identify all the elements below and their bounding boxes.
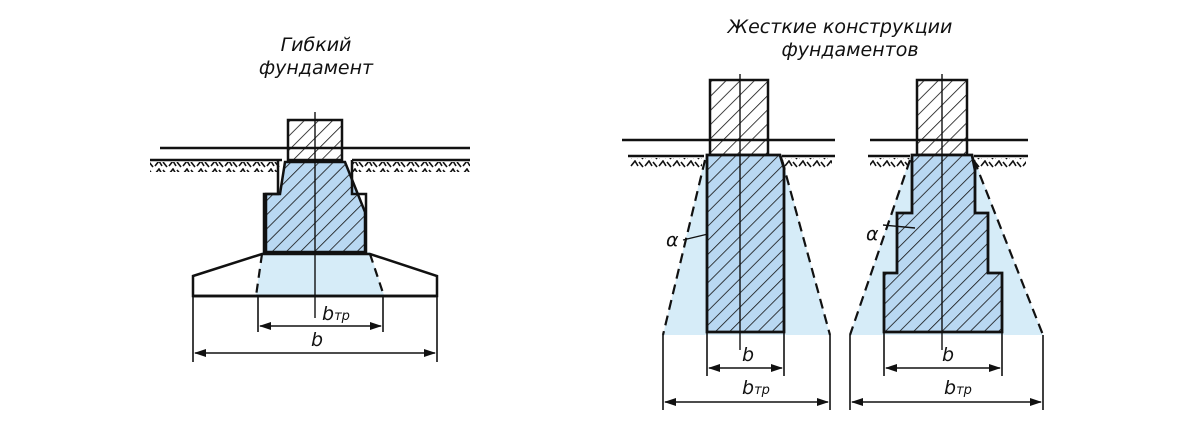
label-btr-rigid-1: bтр xyxy=(742,378,770,401)
label-btr-sub: тр xyxy=(334,309,350,324)
trench-outline xyxy=(262,160,368,254)
label-btr-main: b xyxy=(742,377,755,399)
rigid-title-line1: Жесткие конструкции xyxy=(727,16,953,38)
label-b-rigid-2: b xyxy=(942,345,954,365)
soil-hatch-left xyxy=(150,162,280,172)
stress-line-flexible xyxy=(254,253,386,297)
label-btr-flexible: bтр xyxy=(322,304,350,327)
label-btr-sub: тр xyxy=(956,383,972,398)
soil-hatch xyxy=(784,158,832,168)
angle-label-rigid-2: α xyxy=(866,224,879,244)
label-b-text: b xyxy=(942,344,955,366)
foundation-body-hatch xyxy=(882,153,1004,334)
angle-label-text: α xyxy=(666,229,679,251)
rigid-foundation-1 xyxy=(622,74,835,410)
stress-line-rigid-1 xyxy=(661,159,832,336)
flexible-title-line1: Гибкий xyxy=(280,34,352,56)
angle-leader-rigid-1 xyxy=(682,233,709,241)
rigid-title-line2: фундаментов xyxy=(781,39,919,61)
label-btr-sub: тр xyxy=(754,383,770,398)
flexible-title-line2: фундамент xyxy=(258,57,374,79)
label-b-text: b xyxy=(742,344,755,366)
angle-label-rigid-1: α xyxy=(666,230,679,250)
label-btr-main: b xyxy=(944,377,957,399)
soil-hatch xyxy=(976,158,1026,168)
column-rigid-1 xyxy=(708,78,770,157)
angle-leader-rigid-2 xyxy=(882,224,916,229)
label-b-text: b xyxy=(311,329,324,351)
label-btr-rigid-2: bтр xyxy=(944,378,972,401)
soil-hatch xyxy=(870,158,910,168)
label-btr-main: b xyxy=(322,303,335,325)
soil-hatch xyxy=(630,158,702,168)
label-b-rigid-1: b xyxy=(742,345,754,365)
stress-zone-flexible xyxy=(256,252,384,295)
rigid-title: Жесткие конструкции фундаментов xyxy=(710,16,970,62)
label-b-flexible: b xyxy=(311,330,323,350)
flexible-title: Гибкий фундамент xyxy=(246,34,386,80)
flexible-foundation xyxy=(150,112,470,362)
angle-label-text: α xyxy=(866,223,879,245)
soil-hatch-right xyxy=(352,162,470,172)
foundation-body-hatch xyxy=(705,153,786,334)
rigid-foundation-2 xyxy=(848,74,1045,410)
